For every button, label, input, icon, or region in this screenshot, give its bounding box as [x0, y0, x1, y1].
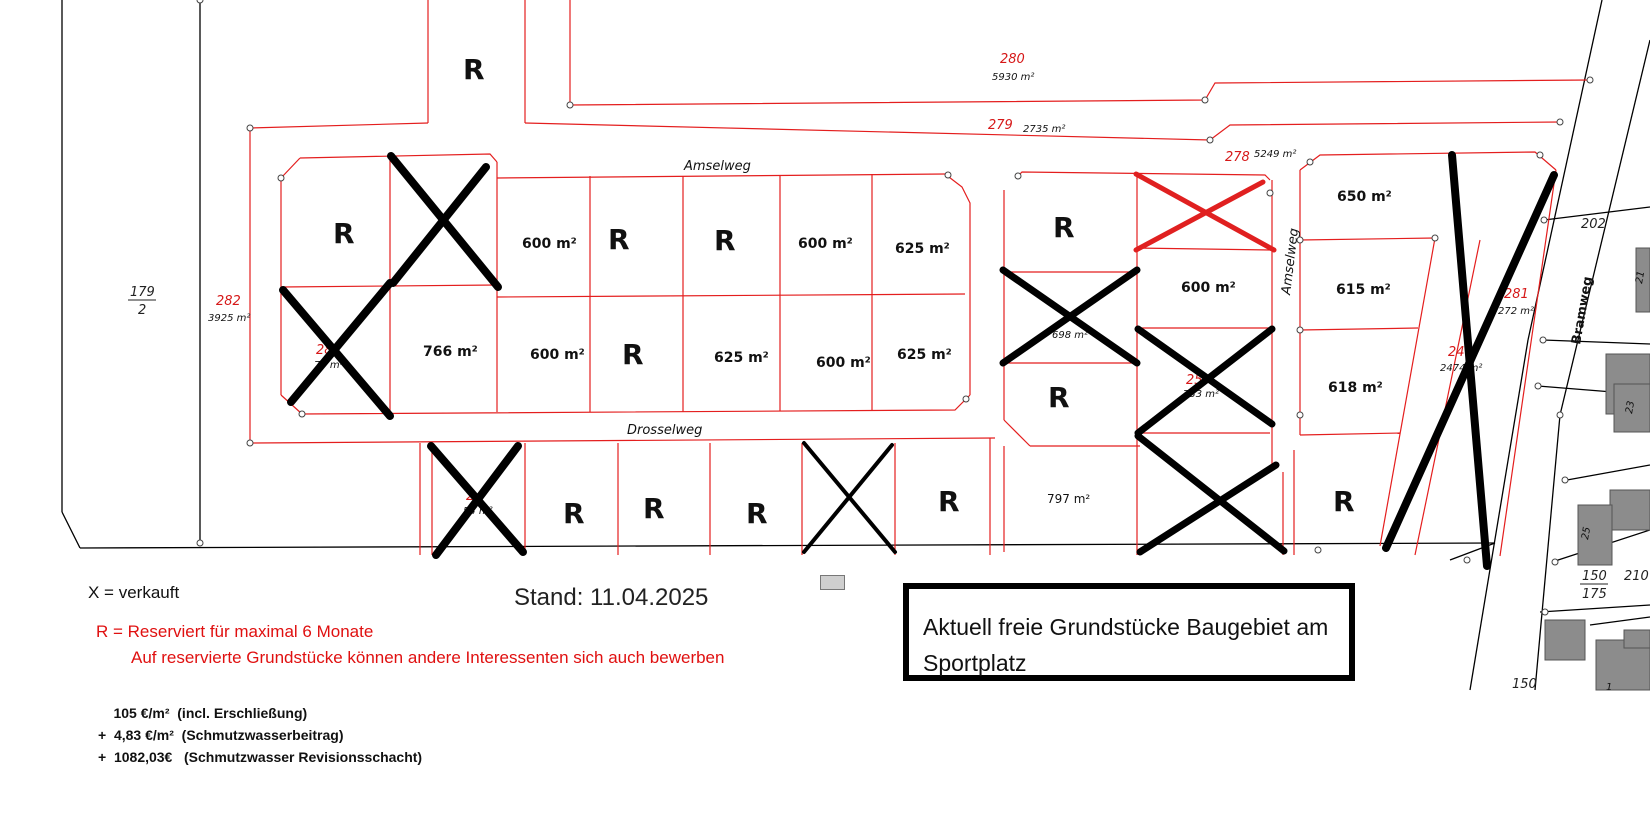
- info-box: Aktuell freie Grundstücke Baugebiet am S…: [903, 583, 1355, 681]
- reserved-labels: R R R R R R R R R R R R: [333, 53, 1355, 530]
- plot-area-labels: 600 m² 600 m² 625 m² 766 m² 600 m² 625 m…: [314, 189, 1392, 517]
- reserved-r-11: R: [938, 485, 960, 518]
- plot-area-600-b: 600 m²: [798, 236, 853, 252]
- stand-date: Stand: 11.04.2025: [514, 584, 709, 611]
- parcel-279-area: 2735 m²: [1023, 124, 1065, 135]
- reserved-r-2: R: [333, 217, 355, 250]
- survey-points: [196, 0, 1594, 616]
- sold-mark-7b: [1382, 171, 1558, 552]
- street-drosselweg: Drosselweg: [627, 423, 702, 438]
- sold-mark-3b: [432, 442, 522, 559]
- info-box-line-2: Sportplatz: [923, 650, 1027, 676]
- legend-reserved-note: Auf reservierte Grundstücke können ander…: [131, 648, 725, 667]
- plot-area-600-d: 600 m²: [816, 355, 871, 371]
- reserved-r-7: R: [1048, 381, 1070, 414]
- reserved-r-10: R: [746, 497, 768, 530]
- plot-area-766: 766 m²: [423, 344, 478, 360]
- sold-mark-4b: [999, 266, 1141, 367]
- parcel-150-bottom: 175: [1582, 587, 1607, 602]
- street-amselweg-side: Amselweg: [1279, 227, 1302, 296]
- parcel-248-area: 2474 m²: [1440, 363, 1482, 374]
- parcel-280-number: 280: [1000, 52, 1025, 67]
- plot-area-hidden-b: 733 m²: [1183, 389, 1219, 400]
- parcel-21: 21: [1634, 270, 1647, 284]
- plot-area-hidden-f: 54 m²: [463, 506, 493, 517]
- plot-area-600-c: 600 m²: [530, 347, 585, 363]
- reserved-r-3: R: [608, 223, 630, 256]
- parcel-278-area: 5249 m²: [1254, 149, 1296, 160]
- legend-sold: X = verkauft: [88, 583, 180, 602]
- parcel-282-number: 282: [216, 294, 241, 309]
- reserved-r-6: R: [1053, 211, 1075, 244]
- street-bramweg: Bramweg: [1569, 275, 1596, 345]
- sold-mark-1b: [389, 163, 490, 287]
- parcel-279-number: 279: [988, 118, 1013, 133]
- parcel-179-top: 179: [130, 285, 155, 300]
- parcel-150-lower: 150: [1512, 677, 1537, 692]
- parcel-202: 202: [1581, 217, 1606, 232]
- plot-area-615: 615 m²: [1336, 282, 1391, 298]
- price-line-2: + 4,83 €/m² (Schmutzwasserbeitrag): [98, 727, 344, 743]
- sold-mark-5a: [1134, 325, 1276, 428]
- sold-mark-8b: [802, 443, 894, 554]
- parcel-278-number: 278: [1225, 150, 1250, 165]
- parcel-boundaries: [249, 0, 1591, 557]
- reserved-r-9: R: [643, 492, 665, 525]
- parcel-23: 23: [1624, 400, 1637, 414]
- parcel-150-top: 150: [1582, 569, 1607, 584]
- plot-area-600-a: 600 m²: [522, 236, 577, 252]
- plot-area-600-e: 600 m²: [1181, 280, 1236, 296]
- reserved-r-1: R: [463, 53, 485, 86]
- parcel-281-number: 281: [1504, 287, 1529, 302]
- parcel-281-area: 272 m²: [1498, 306, 1534, 317]
- cadastral-lines: [61, 0, 1650, 691]
- small-gray-marker: [820, 575, 845, 590]
- sold-mark-6a: [1134, 432, 1288, 555]
- reserved-r-8: R: [563, 497, 585, 530]
- parcel-210: 210: [1624, 569, 1649, 584]
- parcel-25: 25: [1580, 526, 1593, 540]
- plot-area-797: 797 m²: [1047, 492, 1090, 506]
- price-line-3: + 1082,03€ (Schmutzwasser Revisionsschac…: [98, 749, 423, 765]
- price-line-1: 105 €/m² (incl. Erschließung): [94, 705, 308, 721]
- plot-area-625-c: 625 m²: [897, 347, 952, 363]
- plot-area-618: 618 m²: [1328, 380, 1383, 396]
- parcel-280-area: 5930 m²: [992, 72, 1034, 83]
- legend-reserved: R = Reserviert für maximal 6 Monate: [96, 622, 374, 641]
- reserved-r-4: R: [714, 224, 736, 257]
- sold-mark-5b: [1134, 325, 1276, 437]
- plot-area-hidden-a: 698 m²: [1052, 330, 1088, 341]
- sold-mark-6b: [1136, 461, 1280, 556]
- plot-area-625-a: 625 m²: [895, 241, 950, 257]
- info-box-line-1: Aktuell freie Grundstücke Baugebiet am: [923, 614, 1329, 640]
- reserved-r-5: R: [622, 338, 644, 371]
- parcel-179-bottom: 2: [138, 303, 146, 318]
- sold-mark-red: [1133, 171, 1277, 253]
- plot-area-625-b: 625 m²: [714, 350, 769, 366]
- plot-area-hidden-d: 75 m²: [314, 360, 344, 371]
- parcel-282-area: 3925 m²: [208, 313, 250, 324]
- parcel-1: 1: [1606, 682, 1612, 693]
- sold-marks: [279, 151, 1558, 570]
- reserved-r-12: R: [1333, 485, 1355, 518]
- buildings: [1544, 247, 1650, 691]
- sold-mark-2b: [287, 279, 394, 406]
- street-amselweg-top: Amselweg: [683, 159, 751, 174]
- plot-area-650: 650 m²: [1337, 189, 1392, 205]
